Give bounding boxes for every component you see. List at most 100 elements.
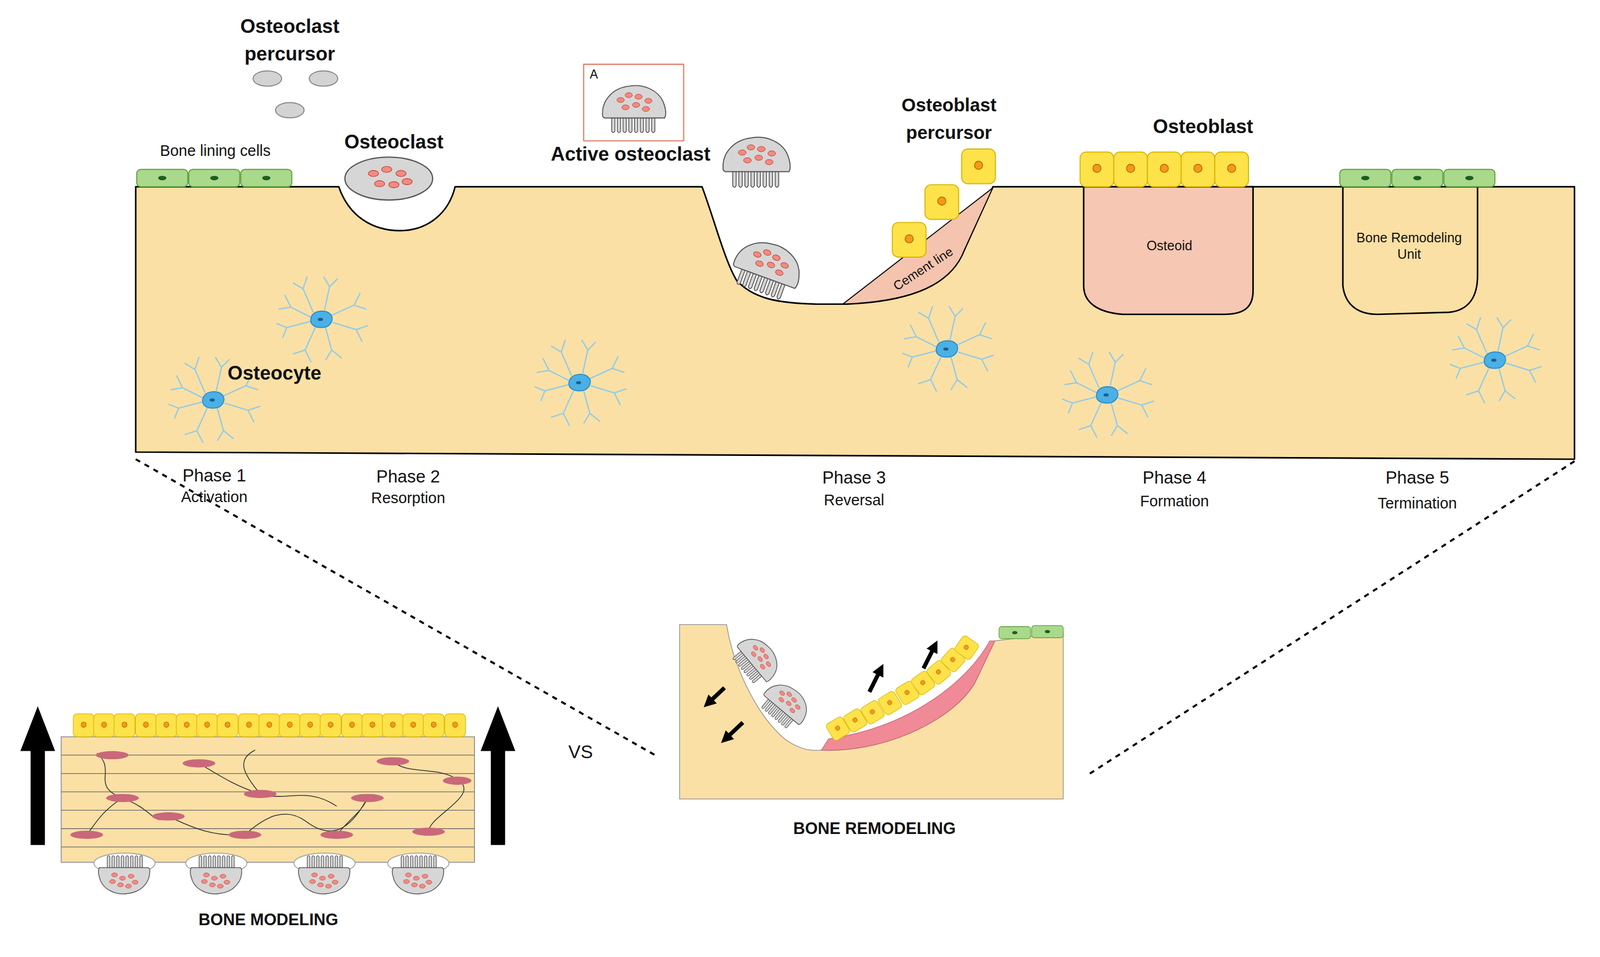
phase-number: Phase 4	[1113, 468, 1236, 489]
bone-remodeling-illustration	[679, 624, 1064, 799]
node-outline	[135, 186, 1575, 461]
osteoid-shape: Osteoid	[1081, 186, 1255, 316]
osteoblast-cell	[362, 713, 383, 737]
lining-cell	[188, 169, 240, 188]
cement-line-shape: Cement line	[842, 187, 993, 304]
phase-number: Phase 5	[1356, 468, 1479, 489]
nucleus	[401, 178, 412, 186]
osteocyte-lens	[152, 812, 186, 821]
lining-cell	[240, 169, 292, 188]
osteoclast-precursor	[309, 71, 338, 87]
osteoblast-cell	[910, 670, 937, 697]
cell-label: Osteoclast percursor	[213, 13, 367, 68]
osteoid-label: Osteoid	[1113, 238, 1226, 254]
osteocyte-lens	[70, 830, 104, 839]
osteocyte-cell	[276, 276, 369, 363]
cell-label: Active osteoclast	[528, 143, 733, 167]
cell-label: Bone lining cells	[128, 142, 303, 161]
phase-number: Phase 3	[793, 468, 916, 489]
cell-label: Osteoblast percursor	[877, 91, 1021, 147]
osteoblast-precursor	[925, 184, 960, 219]
phase-name: Resorption	[346, 488, 470, 508]
osteoblast-cell	[299, 713, 321, 737]
resorption-pit	[387, 853, 449, 874]
osteoblast-cell	[155, 713, 177, 737]
osteoid-layer	[821, 640, 995, 751]
osteoblast-cell	[238, 713, 260, 737]
phase-number: Phase 1	[153, 466, 276, 487]
versus-label: VS	[549, 742, 611, 765]
osteoblast-cell	[93, 713, 115, 737]
nucleus	[381, 166, 392, 173]
osteocyte-lens	[95, 751, 129, 760]
lamella-lines	[60, 754, 475, 847]
node-shape	[135, 186, 1575, 460]
lining-cell	[136, 169, 188, 188]
osteoblast-cell	[113, 713, 135, 737]
osteocyte-lens	[442, 776, 472, 785]
nucleus	[396, 170, 407, 177]
node-shape	[583, 64, 684, 141]
phase-name: Formation	[1113, 491, 1236, 511]
osteoblast-cell	[73, 713, 94, 737]
osteocyte-cell	[534, 339, 627, 426]
osteoclast-precursor	[275, 102, 305, 118]
osteoblast-cell	[176, 713, 198, 737]
osteocyte-lens	[106, 793, 139, 802]
osteoblast-cell	[842, 707, 868, 734]
osteoblast-precursor	[961, 148, 996, 184]
node-shape	[842, 187, 993, 304]
osteoblast-cell	[382, 713, 403, 737]
osteoblast-cell	[444, 713, 466, 737]
osteoblast-cell	[279, 713, 301, 737]
nucleus	[374, 180, 385, 188]
remodeling-unit-label: Bone Remodeling Unit	[1343, 230, 1475, 262]
resorption-pit	[293, 853, 355, 874]
osteoblast-cell	[423, 713, 444, 737]
cell-label: Osteoblast	[1126, 116, 1280, 140]
osteoclast-cell	[345, 156, 434, 200]
bone-block	[60, 736, 475, 863]
growth-arrow	[480, 706, 516, 846]
phase-name: Reversal	[793, 490, 916, 510]
lining-cell	[1031, 625, 1064, 638]
direction-arrow	[725, 722, 743, 740]
osteoblast-cell	[217, 713, 239, 737]
osteocyte-cell	[901, 305, 994, 392]
lining-cell	[1339, 169, 1391, 188]
direction-arrow	[869, 669, 881, 692]
osteoblast-cell	[1214, 152, 1249, 187]
zoom-line	[135, 459, 656, 755]
phase-number: Phase 2	[346, 467, 470, 488]
direction-arrow	[923, 645, 935, 668]
osteocyte-lens	[376, 757, 410, 766]
osteocyte-cell	[168, 357, 261, 444]
osteocyte-lens	[228, 830, 262, 839]
osteoblast-precursor	[892, 222, 927, 258]
zoom-line	[1086, 461, 1575, 776]
bone-cavity	[679, 624, 1064, 799]
inset-letter: A	[590, 67, 611, 83]
osteocyte-cell	[1449, 317, 1542, 404]
osteoblast-cell	[258, 713, 280, 737]
osteoclast-cell	[755, 675, 815, 734]
osteocyte-lens	[243, 789, 277, 798]
node-outline	[583, 64, 684, 141]
osteoblast-cell	[824, 715, 851, 742]
osteoblast-cell	[1181, 152, 1216, 187]
osteoblast-cell	[876, 690, 903, 717]
bone-modeling-illustration	[20, 706, 516, 894]
canaliculi	[86, 750, 465, 835]
direction-arrow	[708, 687, 725, 703]
osteoblast-cell	[953, 634, 981, 661]
osteocyte-cell	[1062, 352, 1155, 438]
osteoblast-cell	[1079, 152, 1114, 187]
lining-cell	[998, 626, 1031, 639]
nucleus	[368, 170, 379, 177]
nucleus	[388, 181, 399, 189]
phase-name: Termination	[1350, 494, 1484, 513]
active-osteoclast	[727, 233, 808, 304]
osteoclast-cell	[98, 855, 151, 894]
osteoblast-cell	[925, 658, 953, 686]
